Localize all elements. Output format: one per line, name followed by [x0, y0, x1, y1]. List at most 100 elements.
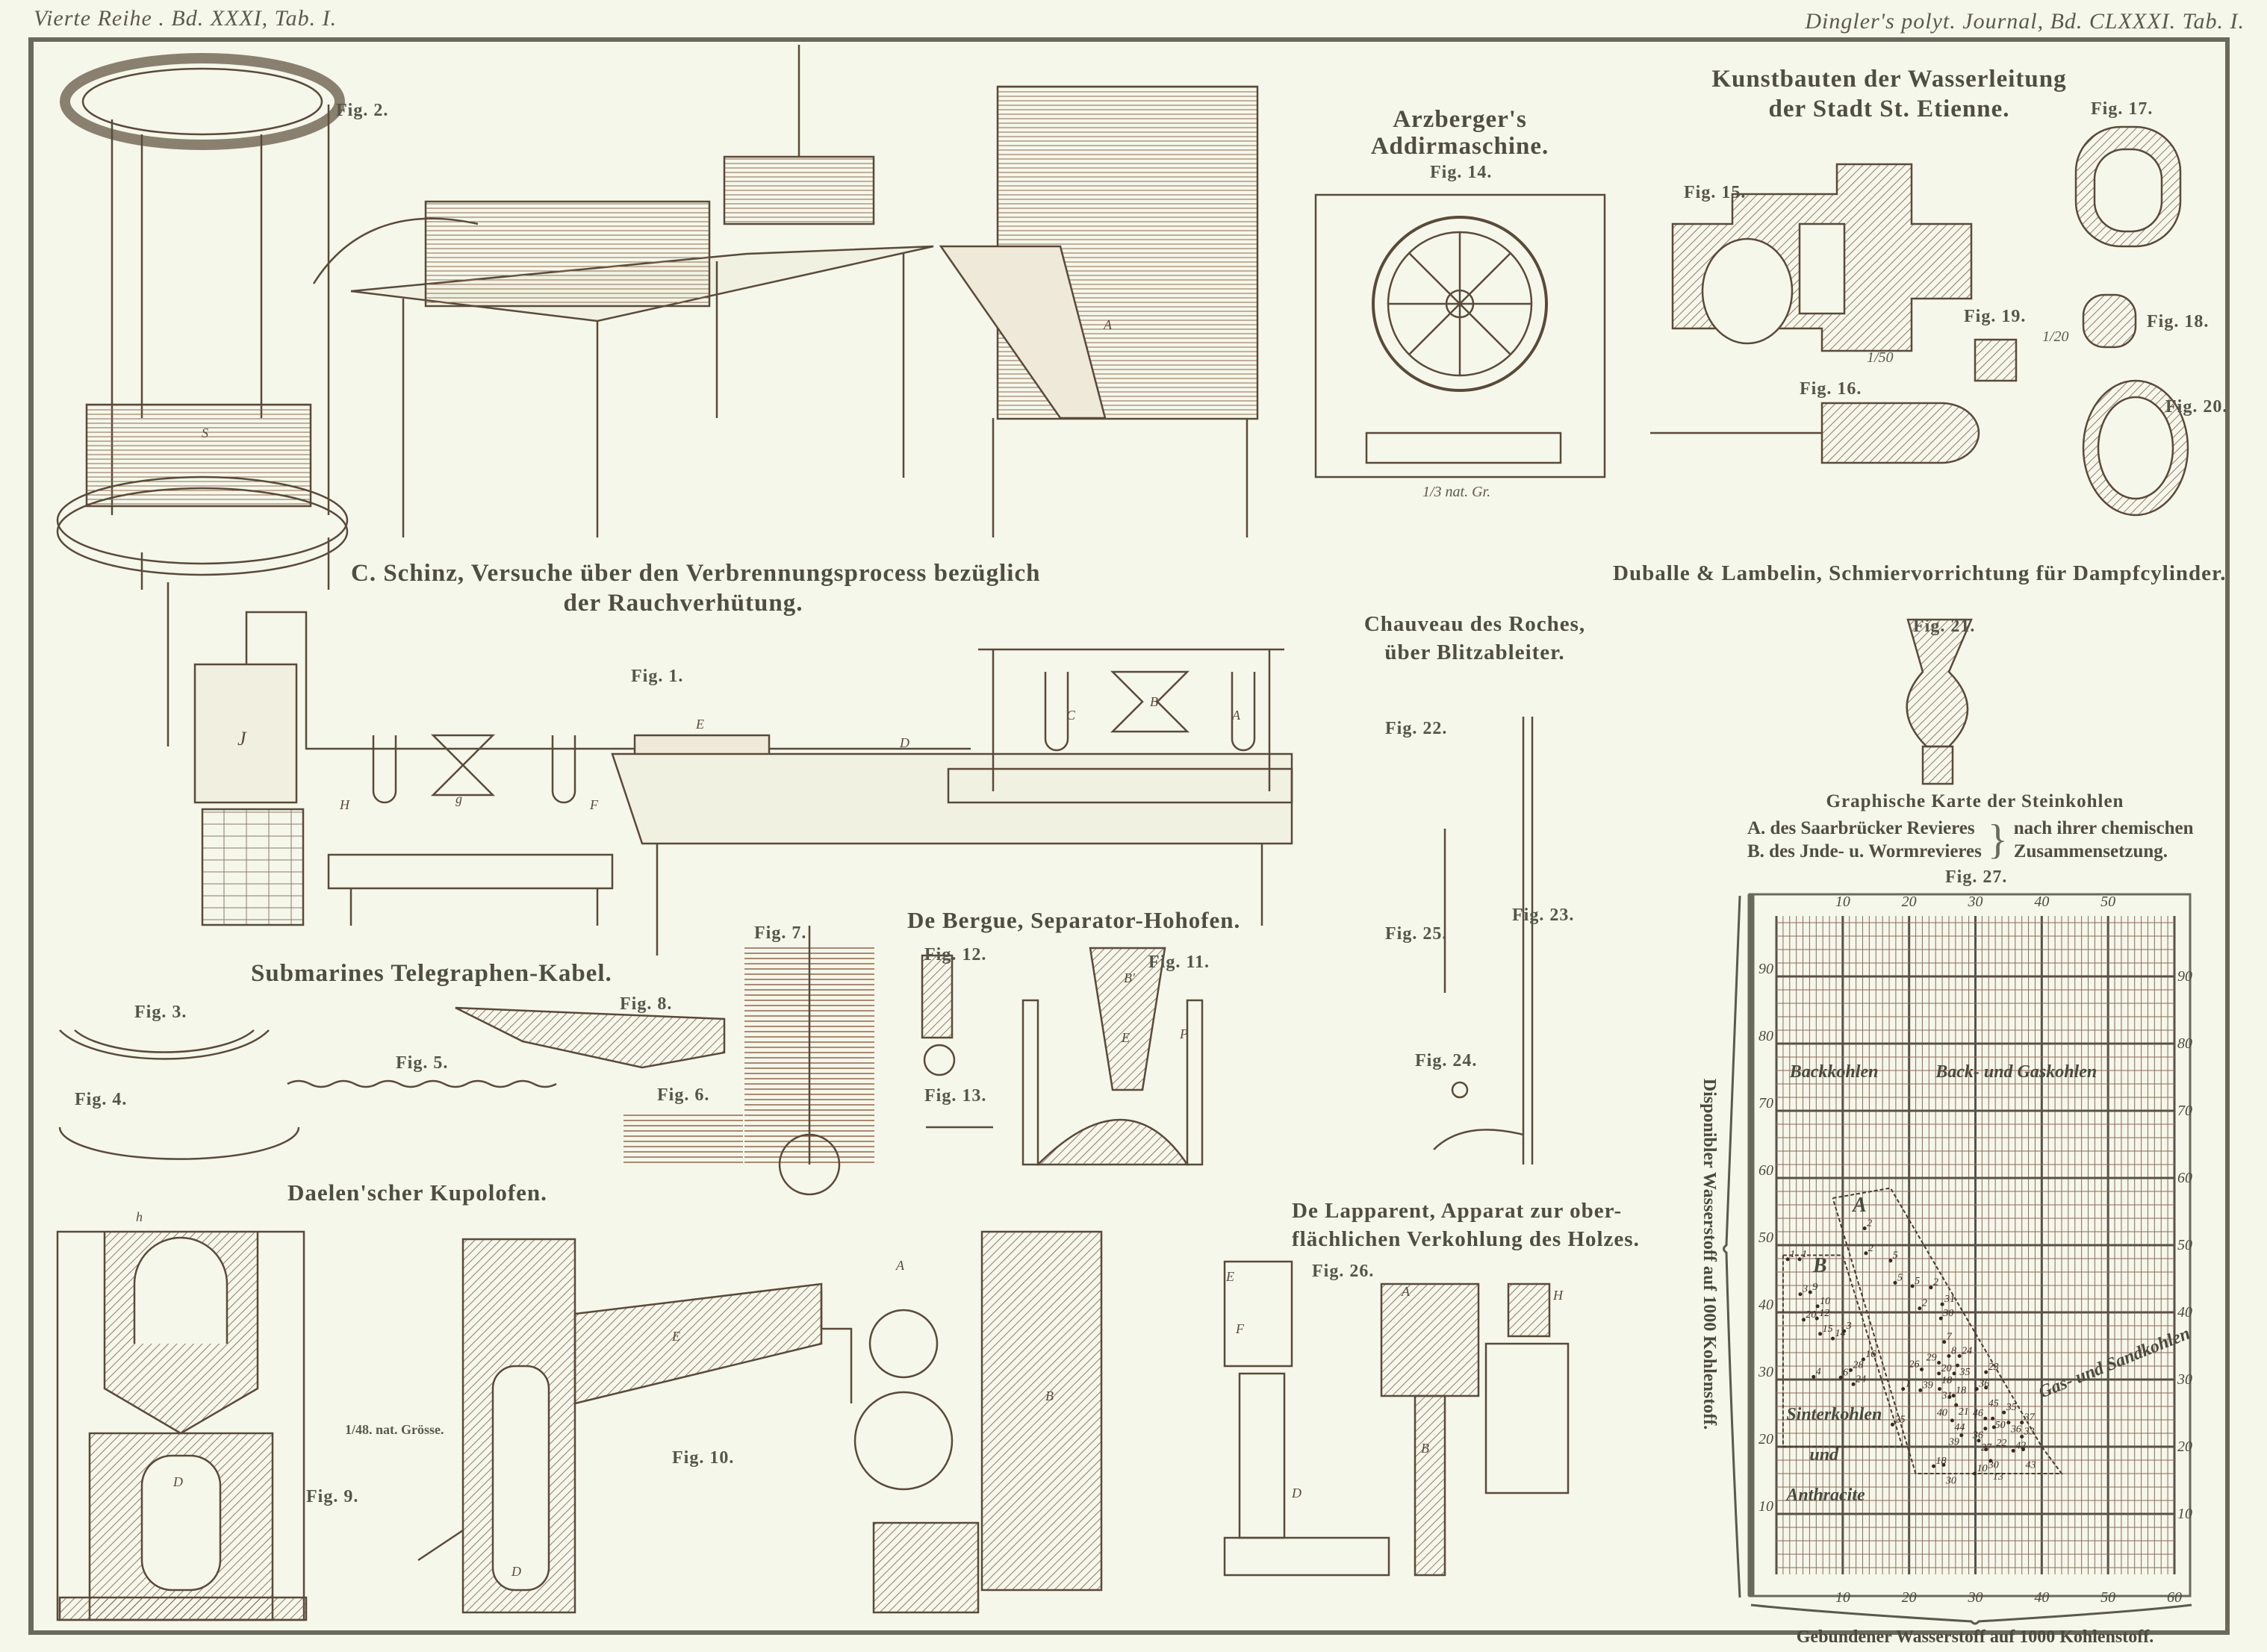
fig22-label: Fig. 22. — [1385, 719, 1448, 738]
chart-data-point — [1974, 1387, 1979, 1391]
chart-x-top-tick-label: 40 — [2034, 894, 2049, 910]
chart-data-point — [1938, 1387, 1942, 1391]
fig3-label: Fig. 3. — [134, 1003, 187, 1022]
chart-y-right-tick-label: 30 — [2177, 1371, 2192, 1388]
chart-y-tick-label: 10 — [1758, 1498, 1773, 1515]
fig1-combustion-apparatus — [167, 582, 1293, 956]
fig18-label: Fig. 18. — [2147, 312, 2210, 331]
chart-data-point-label: 43 — [2025, 1460, 2036, 1471]
chart-data-point-label: 5 — [1893, 1250, 1898, 1262]
fig25-label: Fig. 25. — [1385, 924, 1448, 944]
chart-data-point-label: 40 — [1937, 1407, 1947, 1418]
chart-x-top-tick-label: 30 — [1968, 894, 1983, 910]
chart-data-point-label: 7 — [1947, 1332, 1953, 1343]
chart-data-point — [2002, 1410, 2006, 1415]
chart-y-tick-label: 50 — [1758, 1229, 1773, 1246]
chart-data-point-label: 8 — [1951, 1346, 1956, 1357]
chart-data-point — [1937, 1371, 1941, 1376]
chart-data-point-label: 31 — [1944, 1294, 1955, 1305]
chart-data-point-label: 2 — [1867, 1218, 1872, 1229]
arzberger-title-line2: Addirmaschine. — [1370, 133, 1549, 160]
chart-data-point-label: 18 — [1956, 1386, 1966, 1397]
fig14-adding-machine — [1314, 193, 1606, 479]
chart-y-tick-label: 40 — [1758, 1297, 1773, 1313]
chart-data-point — [2011, 1448, 2015, 1453]
letter-D-fig9: D — [173, 1474, 183, 1489]
figs11-13-furnace — [921, 947, 1204, 1166]
chart-data-point-label: 16 — [1865, 1349, 1876, 1360]
chart-data-point — [1957, 1354, 1962, 1358]
chart-data-point — [1937, 1361, 1941, 1365]
chart-data-point — [2006, 1421, 2011, 1425]
letter-E-fig1: E — [696, 717, 704, 732]
chart-y-tick-label: 20 — [1758, 1431, 1773, 1447]
chart-data-point — [1947, 1354, 1951, 1358]
chart-x-top-tick-label: 10 — [1835, 894, 1850, 910]
arzberger-scale: 1/3 nat. Gr. — [1422, 484, 1491, 500]
letter-g: g — [455, 791, 462, 806]
chart-data-point-label: 28 — [1853, 1359, 1863, 1371]
header-journal-volume: Dingler's polyt. Journal, Bd. CLXXXI. Ta… — [1805, 9, 2245, 34]
chart-data-point — [1831, 1336, 1835, 1341]
lapparent-title-line1: De Lapparent, Apparat zur ober- — [1292, 1199, 1623, 1223]
letter-B-fig26: B — [1421, 1441, 1429, 1456]
chart-boundary-label-B: B — [1812, 1254, 1827, 1277]
chart-data-point-label: 2 — [1922, 1298, 1927, 1309]
chart-data-point-label: 36 — [1972, 1430, 1983, 1441]
fig26-carbonising-apparatus — [1223, 1260, 1570, 1577]
plate-border — [28, 37, 2230, 1635]
chart-data-point — [1947, 1394, 1952, 1399]
chart-data-point-label: 12 — [1819, 1308, 1829, 1319]
chart-data-point — [2021, 1447, 2025, 1452]
chart-data-point — [1901, 1387, 1906, 1391]
chart-data-point — [1861, 1357, 1865, 1362]
fig8-label: Fig. 8. — [620, 994, 673, 1014]
letter-h-fig9: h — [136, 1209, 143, 1224]
header-series-volume: Vierte Reihe . Bd. XXXI, Tab. I. — [34, 6, 338, 31]
letter-A-fig10: A — [896, 1258, 904, 1273]
letter-F-fig26: F — [1236, 1321, 1244, 1336]
chart-boundary-A — [1832, 1187, 2063, 1474]
kunstbauten-title-line1: Kunstbauten der Wasserleitung — [1711, 66, 2067, 93]
chart-data-point-label: 37 — [2024, 1412, 2036, 1424]
chart-data-point — [1801, 1318, 1806, 1322]
fig5-label: Fig. 5. — [396, 1053, 449, 1073]
chart-data-point — [1956, 1363, 1960, 1368]
chart-data-point — [1893, 1280, 1897, 1285]
fig15-label: Fig. 15. — [1684, 183, 1747, 202]
chart-data-point-label: 3 — [1846, 1321, 1852, 1332]
daelen-scale: 1/48. nat. Grösse. — [345, 1422, 444, 1437]
chart-data-point-label: 22 — [1996, 1438, 2006, 1449]
chart-data-point — [1950, 1418, 1954, 1423]
chart-y-right-tick-label: 10 — [2177, 1506, 2192, 1522]
fig16-label: Fig. 16. — [1800, 379, 1862, 399]
chart-y-right-tick-label: 20 — [2177, 1439, 2192, 1455]
schinz-title-line1: C. Schinz, Versuche über den Verbrennung… — [351, 560, 1041, 587]
fig23-label: Fig. 23. — [1512, 906, 1575, 925]
daelen-title: Daelen'scher Kupolofen. — [287, 1179, 547, 1206]
letter-B-fig1: B — [1150, 694, 1158, 709]
fig11-label: Fig. 11. — [1148, 953, 1210, 972]
figs15-20-aqueduct-sections — [1650, 125, 2189, 517]
chart-data-point-label: 2 — [1868, 1243, 1873, 1254]
chart-data-point — [1988, 1459, 1993, 1463]
chart-data-point-label: 39 — [1948, 1437, 1959, 1448]
chart-data-point — [1984, 1447, 1988, 1452]
fig9-label: Fig. 9. — [306, 1487, 359, 1506]
fig14-label: Fig. 14. — [1430, 163, 1493, 182]
letter-D-fig10: D — [511, 1564, 521, 1579]
fig20-label: Fig. 20. — [2165, 397, 2228, 417]
chart-data-point — [1814, 1316, 1819, 1321]
karte-title: Graphische Karte der Steinkohlen — [1826, 791, 2124, 811]
letter-J: J — [237, 728, 246, 749]
arzberger-title-line1: Arzberger's — [1393, 106, 1527, 133]
chart-data-point — [1929, 1285, 1933, 1290]
chart-data-point — [1851, 1382, 1856, 1386]
chart-x-top-tick-label: 50 — [2100, 894, 2115, 910]
chart-data-point — [1797, 1257, 1802, 1262]
chart-data-point-label: 50 — [1995, 1420, 2006, 1431]
chart-data-point — [1808, 1290, 1812, 1294]
fig27-label: Fig. 27. — [1945, 867, 2008, 887]
chart-data-point — [1991, 1416, 1995, 1421]
chart-data-point-label: 3 — [1802, 1284, 1808, 1295]
